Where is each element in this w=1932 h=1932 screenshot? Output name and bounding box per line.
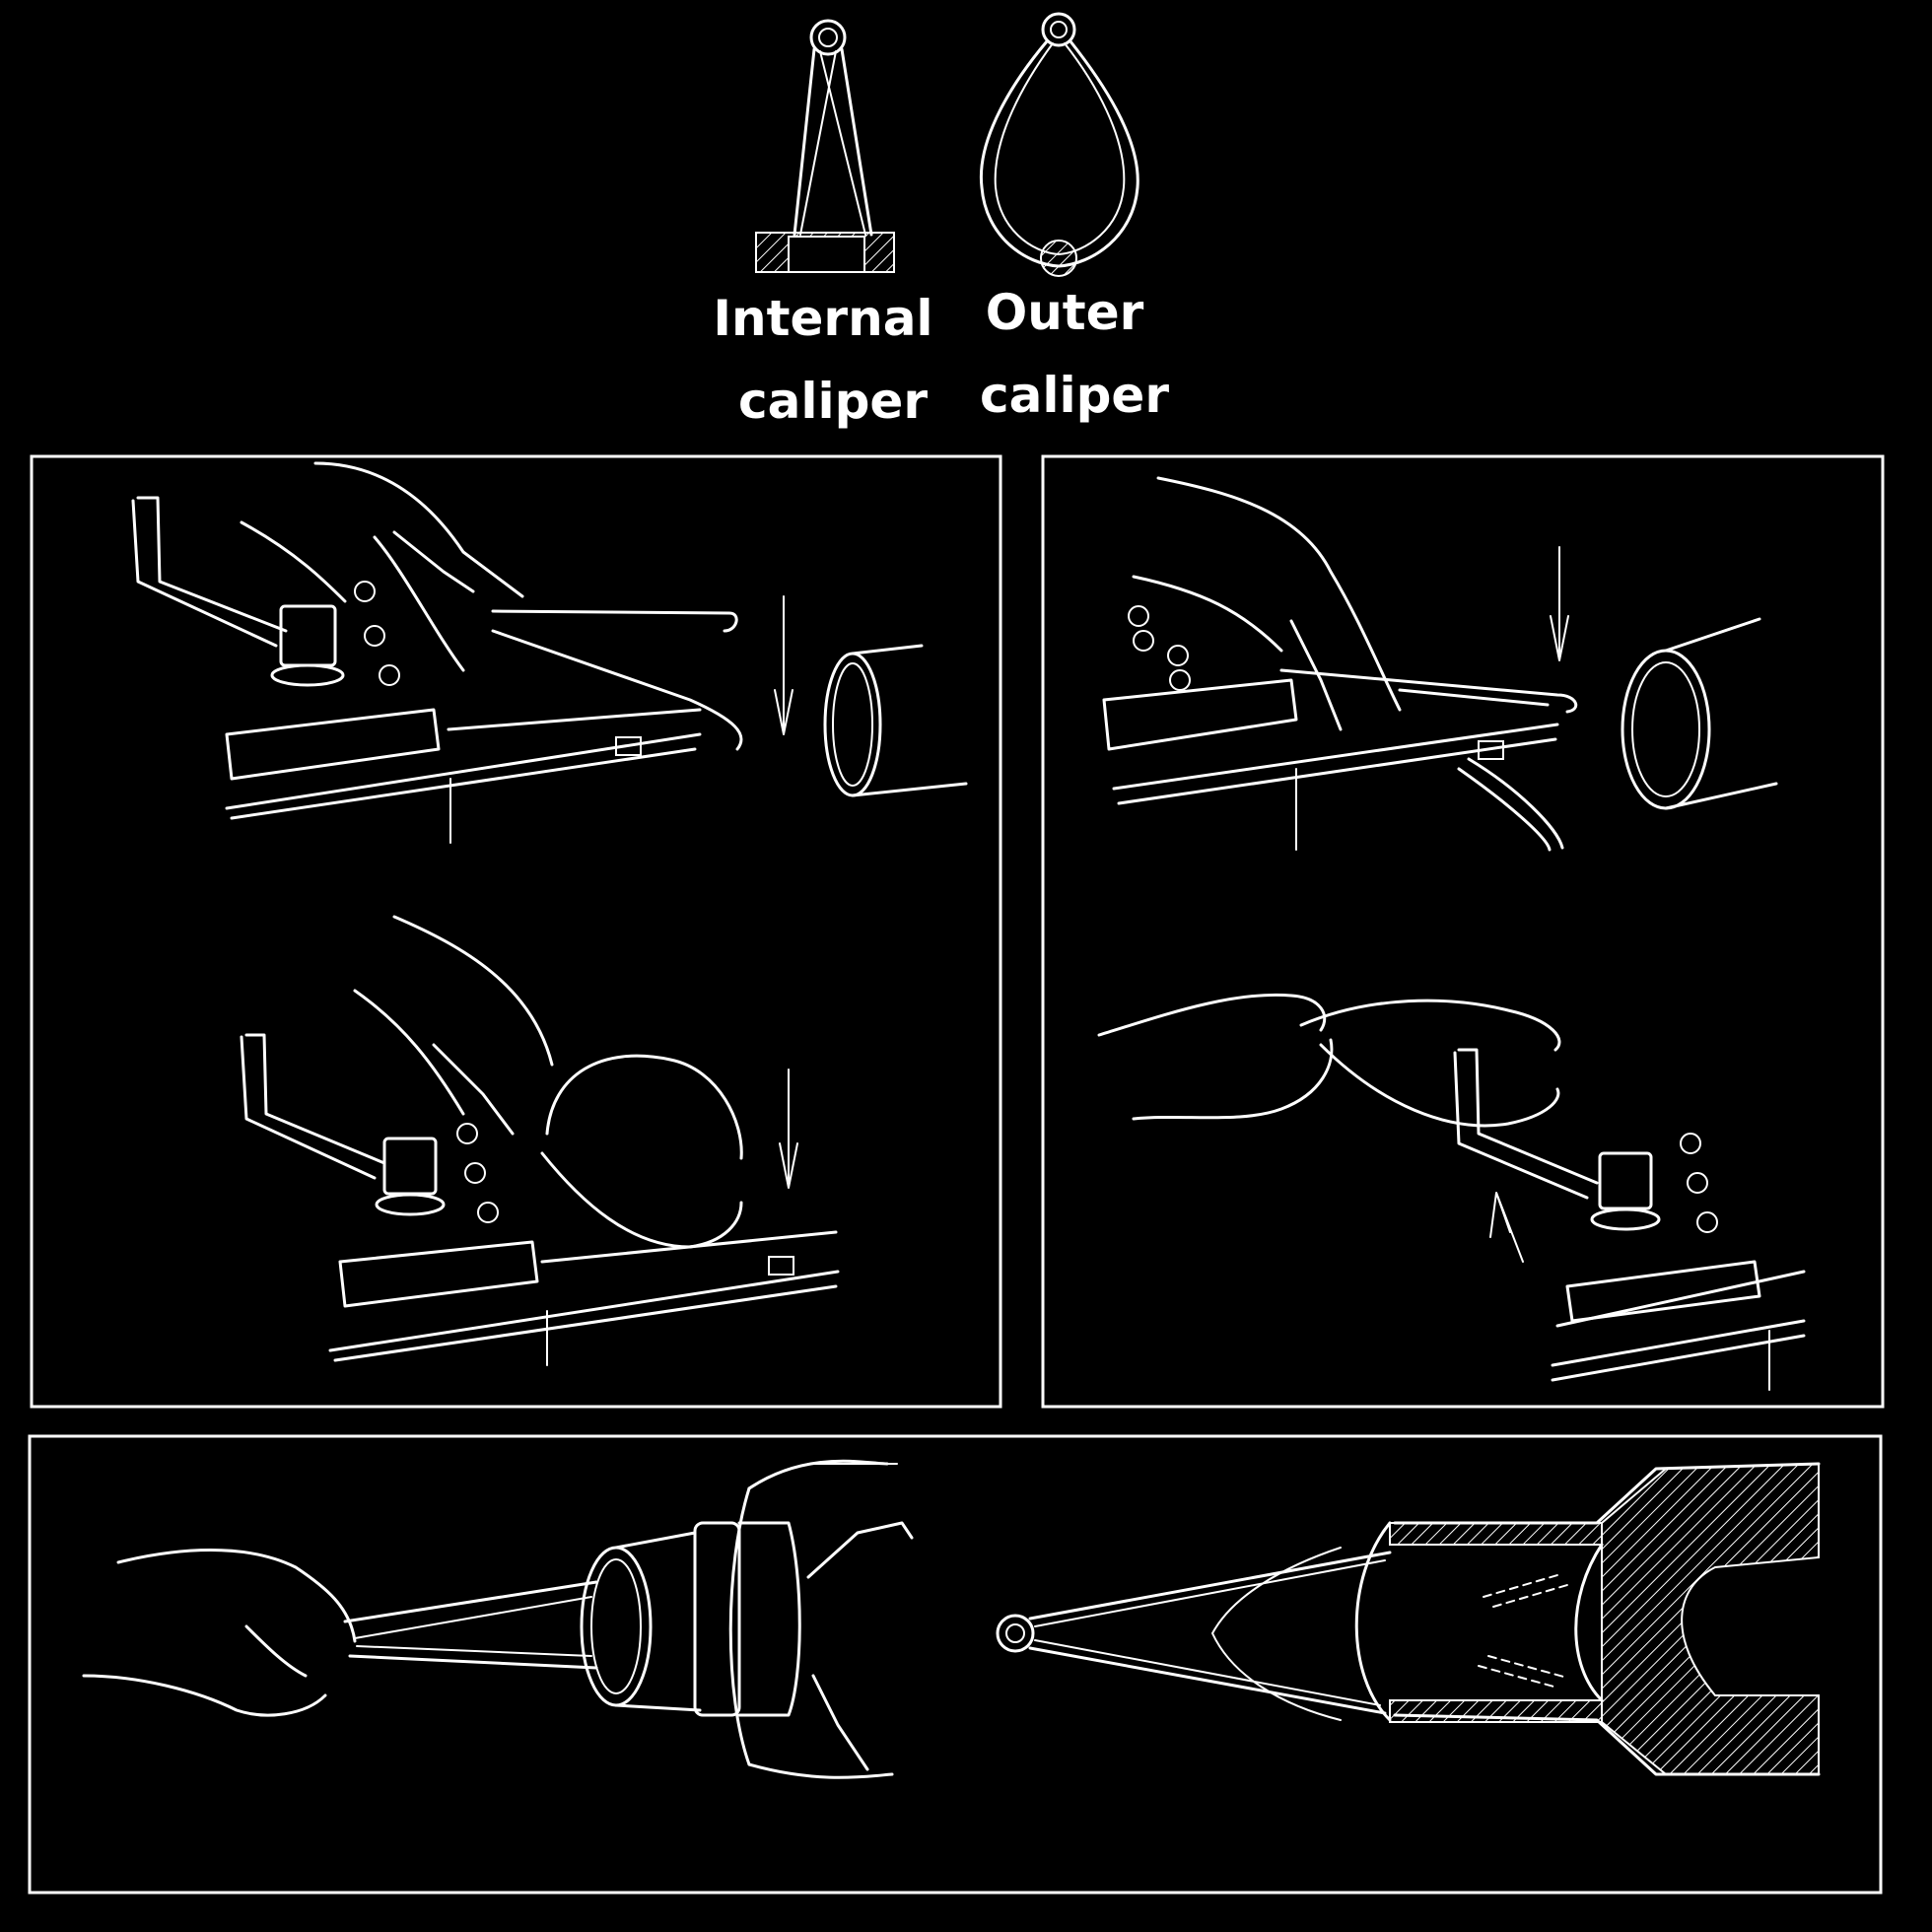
bottom-section-scene [996,1462,1821,1776]
tl-lathe-scene-2 [240,915,840,1366]
tl-lathe-scene-1 [131,461,968,844]
internal-caliper-icon [755,19,895,273]
outer-caliper-label-line2: caliper [979,367,1170,424]
internal-caliper-label-line1: Internal [713,290,933,347]
tr-lathe-scene-1 [1102,476,1778,852]
bottom-chuck-scene [82,1459,914,1779]
outer-caliper-icon [979,12,1139,277]
outer-caliper-label-line1: Outer [985,284,1144,341]
panel-top-left-frame [30,454,1002,1409]
tr-lathe-scene-2 [1097,993,1806,1391]
panel-top-right-frame [1041,454,1885,1409]
panel-bottom-frame [28,1434,1883,1895]
internal-caliper-label-line2: caliper [737,373,929,430]
